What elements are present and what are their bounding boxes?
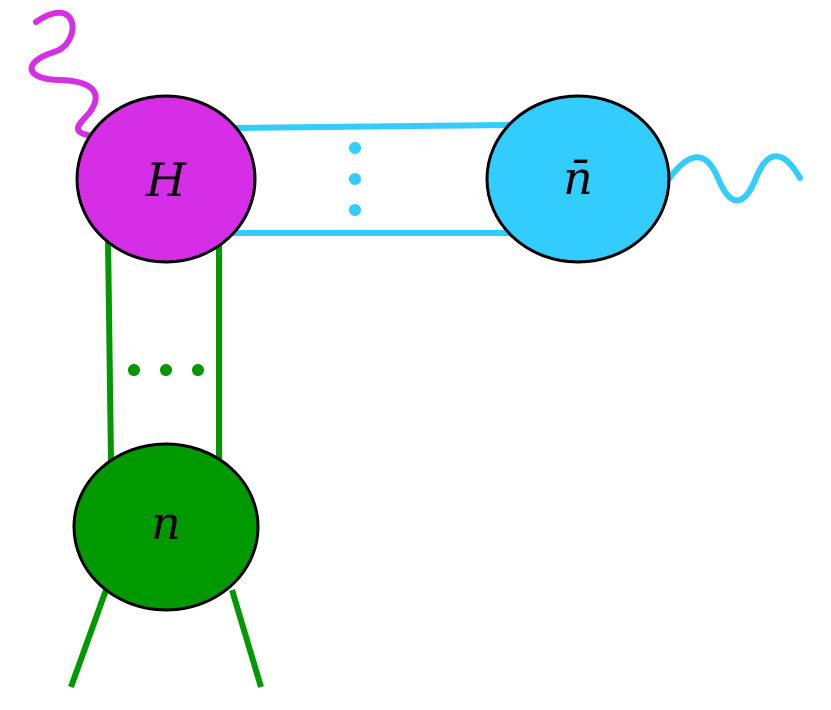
anticollinear-line-top xyxy=(231,122,511,131)
collinear-leg-right xyxy=(229,589,264,688)
collinear-blob xyxy=(72,442,260,612)
hard-blob xyxy=(75,94,257,264)
collinear-leg-left xyxy=(68,588,109,689)
hard-node: H xyxy=(75,94,257,264)
collinear-dot xyxy=(160,364,172,376)
anticollinear-dots xyxy=(349,142,361,216)
hard-photon-leg xyxy=(28,9,99,139)
collinear-dot xyxy=(192,364,204,376)
collinear-dot xyxy=(128,364,140,376)
anticollinear-blob xyxy=(485,94,671,264)
anticollinear-dot xyxy=(349,142,361,154)
anticollinear-label: n̄ xyxy=(563,151,593,205)
anticollinear-dot xyxy=(349,173,361,185)
collinear-line-left xyxy=(105,237,114,463)
anticollinear-node: n̄ xyxy=(485,94,671,264)
collinear-label: n xyxy=(151,496,181,550)
hard-label: H xyxy=(145,153,187,207)
anticollinear-photon-leg xyxy=(665,153,803,204)
anticollinear-dot xyxy=(349,204,361,216)
collinear-dots xyxy=(128,364,204,376)
collinear-node: n xyxy=(72,442,260,612)
